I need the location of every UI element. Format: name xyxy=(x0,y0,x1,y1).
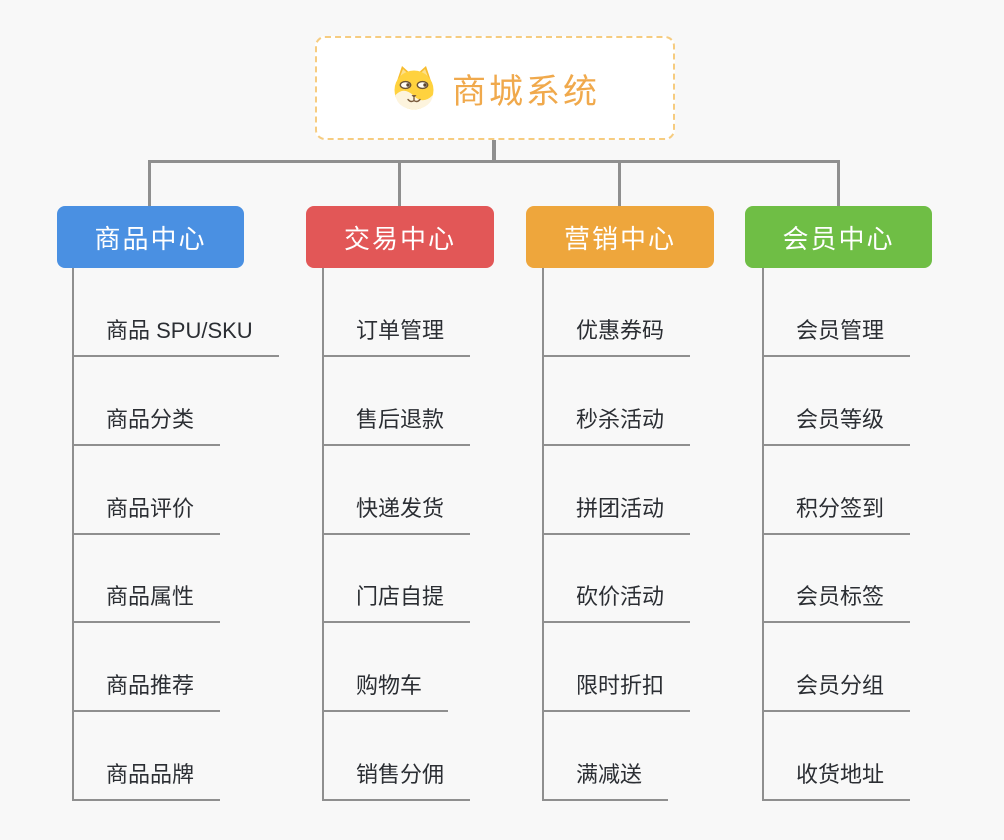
branch-header-goods[interactable]: 商品中心 xyxy=(57,206,244,268)
drop-line-marketing xyxy=(618,160,621,206)
leaf-topic[interactable]: 商品评价 xyxy=(72,493,221,535)
branch-header-trade[interactable]: 交易中心 xyxy=(306,206,494,268)
drop-line-goods xyxy=(148,160,151,206)
branch-label: 交易中心 xyxy=(343,223,456,254)
drop-line-trade xyxy=(398,160,401,206)
leaf-topic[interactable]: 会员分组 xyxy=(762,670,911,712)
dog-face-icon xyxy=(394,66,434,110)
leaf-topic[interactable]: 收货地址 xyxy=(762,759,911,801)
leaf-topic[interactable]: 商品品牌 xyxy=(72,759,221,801)
leaf-topic[interactable]: 优惠券码 xyxy=(542,315,691,357)
branch-label: 营销中心 xyxy=(563,223,676,254)
leaf-topic[interactable]: 秒杀活动 xyxy=(542,404,691,446)
leaf-topic[interactable]: 商品属性 xyxy=(72,581,221,623)
leaf-topic[interactable]: 商品分类 xyxy=(72,404,221,446)
leaf-topic[interactable]: 订单管理 xyxy=(322,315,471,357)
leaf-topic[interactable]: 限时折扣 xyxy=(542,670,691,712)
leaf-topic[interactable]: 拼团活动 xyxy=(542,493,691,535)
leaf-topic[interactable]: 门店自提 xyxy=(322,581,471,623)
branch-header-marketing[interactable]: 营销中心 xyxy=(526,206,714,268)
leaf-topic[interactable]: 积分签到 xyxy=(762,493,911,535)
leaf-topic[interactable]: 砍价活动 xyxy=(542,581,691,623)
leaf-topic[interactable]: 满减送 xyxy=(542,759,669,801)
leaf-topic[interactable]: 会员等级 xyxy=(762,404,911,446)
drop-line-member xyxy=(837,160,840,206)
root-node[interactable]: 商城系统 xyxy=(315,36,675,140)
branch-header-member[interactable]: 会员中心 xyxy=(745,206,932,268)
branch-bus-line xyxy=(148,160,840,163)
root-title: 商城系统 xyxy=(452,72,600,111)
branch-label: 商品中心 xyxy=(94,223,207,254)
root-connector-line xyxy=(492,140,496,162)
leaf-topic[interactable]: 会员管理 xyxy=(762,315,911,357)
leaf-topic[interactable]: 销售分佣 xyxy=(322,759,471,801)
leaf-topic[interactable]: 会员标签 xyxy=(762,581,911,623)
leaf-topic[interactable]: 快递发货 xyxy=(322,493,471,535)
leaf-topic[interactable]: 商品推荐 xyxy=(72,670,221,712)
branch-label: 会员中心 xyxy=(782,223,895,254)
leaf-topic[interactable]: 购物车 xyxy=(322,670,449,712)
leaf-topic[interactable]: 商品 SPU/SKU xyxy=(72,315,279,357)
leaf-topic[interactable]: 售后退款 xyxy=(322,404,471,446)
